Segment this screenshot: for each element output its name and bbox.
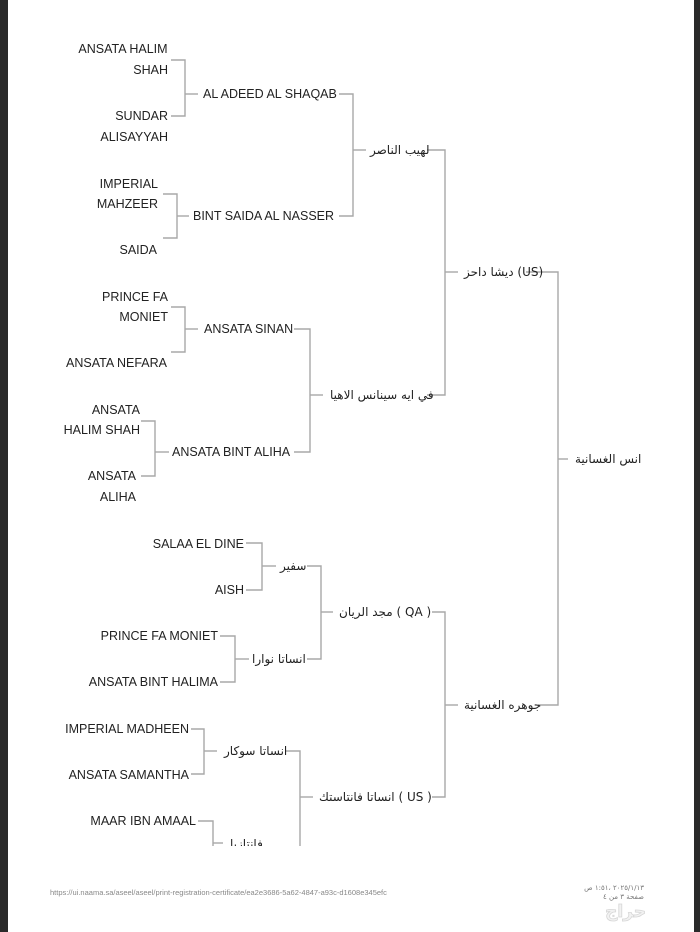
horse-name-sddd-line2: ALIHA bbox=[99, 490, 136, 504]
horse-name-dam-sire-sire: سفير bbox=[280, 559, 307, 573]
horse-name-sire-sire: لهيب الناصر bbox=[370, 143, 430, 157]
horse-name-sdss-line2: MONIET bbox=[119, 310, 168, 324]
horse-name-sire-sire-sire: AL ADEED AL SHAQAB bbox=[203, 87, 337, 101]
horse-name-dam-dam-dam: فانتازيا bbox=[230, 837, 263, 846]
horse-name-dam-sire-dam: انساتا نوارا bbox=[252, 652, 306, 666]
horse-name-sdss-line1: PRINCE FA bbox=[102, 290, 168, 304]
pedigree-lines bbox=[141, 59, 568, 846]
horse-name-sddd-line1: ANSATA bbox=[87, 469, 136, 483]
horse-name-ssds-line1: IMPERIAL bbox=[99, 177, 158, 191]
horse-name-dsdd: ANSATA BINT HALIMA bbox=[88, 675, 218, 689]
horse-name-dam: جوهره الغسانية bbox=[464, 698, 542, 712]
horse-name-dsSd: AISH bbox=[214, 583, 244, 597]
horse-name-sdsd: ANSATA NEFARA bbox=[66, 356, 167, 370]
horse-name-dam-sire: مجد الريان ( QA ) bbox=[339, 605, 432, 619]
horse-name-ssdd: SAIDA bbox=[119, 243, 157, 257]
horse-name-sssd-line1: SUNDAR bbox=[115, 109, 168, 123]
footer-stamp: ٢٠٢٥/١/١٣ ،١:٥١ ص صفحة ٣ من ٤ bbox=[584, 884, 644, 902]
certificate-page: انس الغسانية ديشا داحز (US) جوهره الغسان… bbox=[8, 0, 694, 932]
horse-name-sire-sire-dam: BINT SAIDA AL NASSER bbox=[193, 209, 335, 223]
svg-text:حراج: حراج bbox=[605, 902, 646, 922]
horse-name-ssss-line2: SHAH bbox=[133, 63, 168, 77]
horse-name-sssd-line2: ALISAYYAH bbox=[100, 130, 168, 144]
footer-time: ٢٠٢٥/١/١٣ ،١:٥١ ص bbox=[584, 884, 644, 892]
horse-name-ddds: MAAR IBN AMAAL bbox=[90, 814, 196, 828]
horse-name-sire-dam-dam: ANSATA BINT ALIHA bbox=[172, 445, 291, 459]
horse-name-sire-dam-sire: ANSATA SINAN bbox=[204, 322, 294, 336]
horse-name-ssds-line2: MAHZEER bbox=[96, 197, 158, 211]
horse-name-sire: ديشا داحز (US) bbox=[464, 265, 544, 279]
haraj-watermark: حراج bbox=[605, 902, 647, 922]
horse-name-subject: انس الغسانية bbox=[575, 452, 642, 466]
horse-name-sire-dam: في ايه سينانس الاهيا bbox=[330, 388, 434, 402]
footer-url: https://ui.naama.sa/aseel/aseel/print-re… bbox=[50, 888, 387, 897]
horse-name-sdds-line1: ANSATA bbox=[91, 403, 140, 417]
horse-name-ddsd: ANSATA SAMANTHA bbox=[68, 768, 189, 782]
horse-name-dam-dam-sire: انساتا سوكار bbox=[224, 744, 288, 758]
horse-name-dsds: PRINCE FA MONIET bbox=[100, 629, 218, 643]
horse-name-dsss: SALAA EL DINE bbox=[152, 537, 244, 551]
horse-name-dam-dam: انساتا فانتاستك ( US ) bbox=[319, 790, 432, 804]
horse-name-ssss-line1: ANSATA HALIM bbox=[78, 42, 168, 56]
horse-name-ddss: IMPERIAL MADHEEN bbox=[65, 722, 189, 736]
footer-page: صفحة ٣ من ٤ bbox=[602, 893, 644, 901]
horse-name-sdds-line2: HALIM SHAH bbox=[63, 423, 140, 437]
